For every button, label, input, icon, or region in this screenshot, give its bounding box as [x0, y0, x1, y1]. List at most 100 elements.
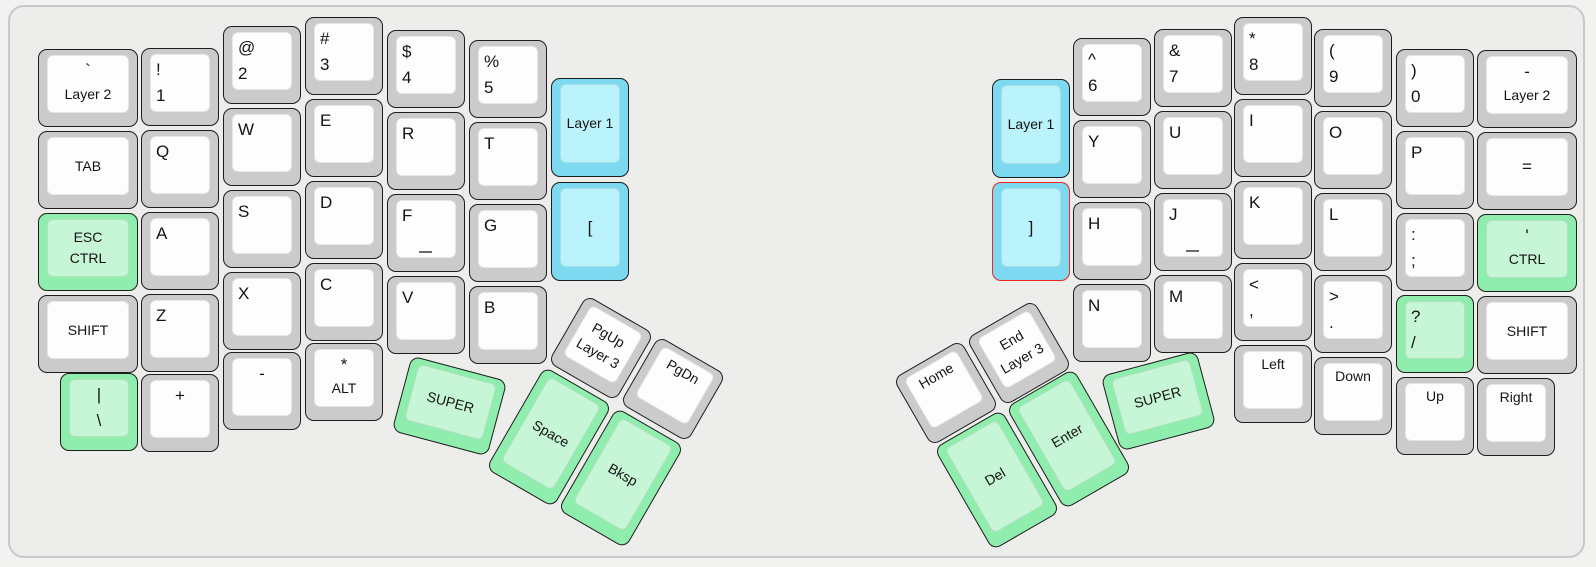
key-6[interactable]: ^6 — [1073, 38, 1151, 116]
key-2-label-1: 2 — [238, 64, 248, 83]
key-p[interactable]: P — [1396, 131, 1474, 209]
key-3-label-1: 3 — [320, 55, 330, 74]
key-t[interactable]: T — [469, 122, 547, 200]
key-d[interactable]: D — [305, 181, 383, 259]
key-q-top: Q — [150, 136, 210, 194]
key-arrow-up-label-0: Up — [1426, 388, 1444, 404]
key-arrow-right-top: Right — [1486, 384, 1546, 442]
key-o[interactable]: O — [1314, 111, 1392, 189]
key-slash-label-0: ? — [1411, 307, 1421, 326]
key-arrow-left-top: Left — [1243, 351, 1303, 409]
key-quote-ctrl[interactable]: 'CTRL — [1477, 214, 1577, 292]
key-z[interactable]: Z — [141, 294, 219, 372]
key-x-label-0: X — [238, 284, 250, 303]
key-9[interactable]: (9 — [1314, 29, 1392, 107]
key-i[interactable]: I — [1234, 99, 1312, 177]
key-q[interactable]: Q — [141, 130, 219, 208]
key-j[interactable]: J — [1154, 193, 1232, 271]
key-l-label-0: L — [1329, 205, 1339, 224]
key-plus[interactable]: + — [141, 374, 219, 452]
key-p-top: P — [1405, 137, 1465, 195]
key-a[interactable]: A — [141, 212, 219, 290]
key-c[interactable]: C — [305, 263, 383, 341]
key-slash[interactable]: ?/ — [1396, 295, 1474, 373]
key-u-top: U — [1163, 117, 1223, 175]
key-b[interactable]: B — [469, 286, 547, 364]
key-semicolon[interactable]: :; — [1396, 213, 1474, 291]
key-h[interactable]: H — [1073, 202, 1151, 280]
key-shift-left[interactable]: SHIFT — [38, 295, 138, 373]
key-1[interactable]: !1 — [141, 48, 219, 126]
key-5[interactable]: %5 — [469, 40, 547, 118]
key-grave-layer2[interactable]: `Layer 2 — [38, 49, 138, 127]
key-esc-ctrl-label-1: CTRL — [69, 250, 107, 266]
key-0[interactable]: )0 — [1396, 49, 1474, 127]
key-e-label-0: E — [320, 111, 332, 130]
key-arrow-down[interactable]: Down — [1314, 357, 1392, 435]
key-s[interactable]: S — [223, 190, 301, 268]
key-tab-top: TAB — [47, 137, 129, 195]
key-z-top: Z — [150, 300, 210, 358]
key-super-left-top: SUPER — [403, 363, 497, 441]
key-rbracket[interactable]: ] — [992, 182, 1070, 281]
key-w-label-0: W — [238, 120, 255, 139]
key-pipe-backslash[interactable]: |\ — [60, 373, 138, 451]
key-7[interactable]: &7 — [1154, 29, 1232, 107]
key-home-label-0: Home — [915, 358, 956, 392]
key-u[interactable]: U — [1154, 111, 1232, 189]
key-8-label-1: 8 — [1249, 55, 1259, 74]
key-arrow-left[interactable]: Left — [1234, 345, 1312, 423]
key-2[interactable]: @2 — [223, 26, 301, 104]
key-n-top: N — [1082, 290, 1142, 348]
key-l[interactable]: L — [1314, 193, 1392, 271]
key-minus-left[interactable]: - — [223, 352, 301, 430]
key-super-left-label-0: SUPER — [424, 387, 476, 416]
key-tab[interactable]: TAB — [38, 131, 138, 209]
key-g[interactable]: G — [469, 204, 547, 282]
key-semicolon-label-0: : — [1411, 225, 1416, 244]
key-arrow-right[interactable]: Right — [1477, 378, 1555, 456]
key-0-top: )0 — [1405, 55, 1465, 113]
key-9-label-0: ( — [1329, 41, 1335, 60]
key-3[interactable]: #3 — [305, 17, 383, 95]
key-shift-right[interactable]: SHIFT — [1477, 296, 1577, 374]
key-semicolon-top: :; — [1405, 219, 1465, 277]
key-8[interactable]: *8 — [1234, 17, 1312, 95]
key-r[interactable]: R — [387, 112, 465, 190]
key-arrow-up[interactable]: Up — [1396, 377, 1474, 455]
key-i-top: I — [1243, 105, 1303, 163]
key-e[interactable]: E — [305, 99, 383, 177]
key-u-label-0: U — [1169, 123, 1182, 142]
key-layer1-left[interactable]: Layer 1 — [551, 78, 629, 177]
key-period[interactable]: >. — [1314, 275, 1392, 353]
key-m-label-0: M — [1169, 287, 1184, 306]
key-m[interactable]: M — [1154, 275, 1232, 353]
key-k[interactable]: K — [1234, 181, 1312, 259]
key-r-top: R — [396, 118, 456, 176]
key-star-alt[interactable]: *ALT — [305, 343, 383, 421]
key-y[interactable]: Y — [1073, 120, 1151, 198]
key-grave-layer2-label-0: ` — [85, 61, 91, 80]
key-w[interactable]: W — [223, 108, 301, 186]
key-layer1-right[interactable]: Layer 1 — [992, 79, 1070, 178]
key-3-label-0: # — [320, 29, 330, 48]
key-slash-label-1: / — [1411, 333, 1416, 352]
key-n[interactable]: N — [1073, 284, 1151, 362]
key-x[interactable]: X — [223, 272, 301, 350]
key-4[interactable]: $4 — [387, 30, 465, 108]
key-period-label-0: > — [1329, 287, 1339, 306]
key-minus-layer2[interactable]: -Layer 2 — [1477, 50, 1577, 128]
key-comma[interactable]: <, — [1234, 263, 1312, 341]
key-bksp-label-0: Bksp — [605, 459, 641, 489]
key-j-label-0: J — [1169, 205, 1178, 224]
key-f[interactable]: F — [387, 194, 465, 272]
key-equals[interactable]: = — [1477, 132, 1577, 210]
key-v[interactable]: V — [387, 276, 465, 354]
key-lbracket[interactable]: [ — [551, 182, 629, 281]
key-quote-ctrl-top: 'CTRL — [1486, 220, 1568, 278]
key-arrow-down-top: Down — [1323, 363, 1383, 421]
key-comma-label-1: , — [1249, 301, 1254, 320]
key-1-top: !1 — [150, 54, 210, 112]
